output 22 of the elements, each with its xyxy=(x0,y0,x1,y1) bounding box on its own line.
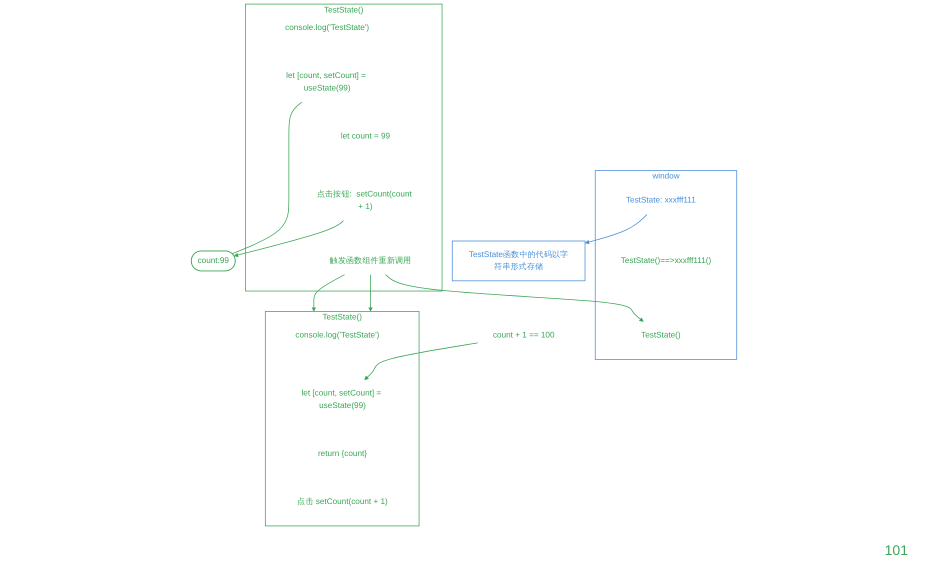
arrow xyxy=(364,342,478,380)
node-text: TestState: xxxfff111 xyxy=(626,196,696,205)
node-text: count + 1 == 100 xyxy=(492,330,555,340)
node-text: 点击按钮: setCount(count + 1) xyxy=(316,190,412,211)
arrow xyxy=(234,220,344,258)
node-text: 触发函数组件重新调用 xyxy=(330,256,412,265)
node-text: TestState()==>xxxfff111() xyxy=(620,256,712,265)
arrow xyxy=(584,214,648,244)
arrow xyxy=(312,274,345,312)
node-text: TestState() xyxy=(641,330,681,340)
arrow xyxy=(368,274,373,312)
node-text: 点击 setCount(count + 1) xyxy=(297,497,388,506)
node-text: console.log('TestState') xyxy=(295,330,380,340)
node-text: console.log('TestState') xyxy=(285,23,370,32)
node-text: let count = 99 xyxy=(340,132,390,140)
connector xyxy=(232,102,302,254)
node-text: let [count, setCount] = useState(99) xyxy=(301,389,382,410)
node-box: TestState函数中的代码以字符串形式存储 xyxy=(452,240,586,282)
note-text: 101 xyxy=(884,542,908,558)
node-text: let [count, setCount] = useState(99) xyxy=(286,71,366,92)
node-text: return {count} xyxy=(318,449,368,458)
arrow xyxy=(385,274,644,322)
